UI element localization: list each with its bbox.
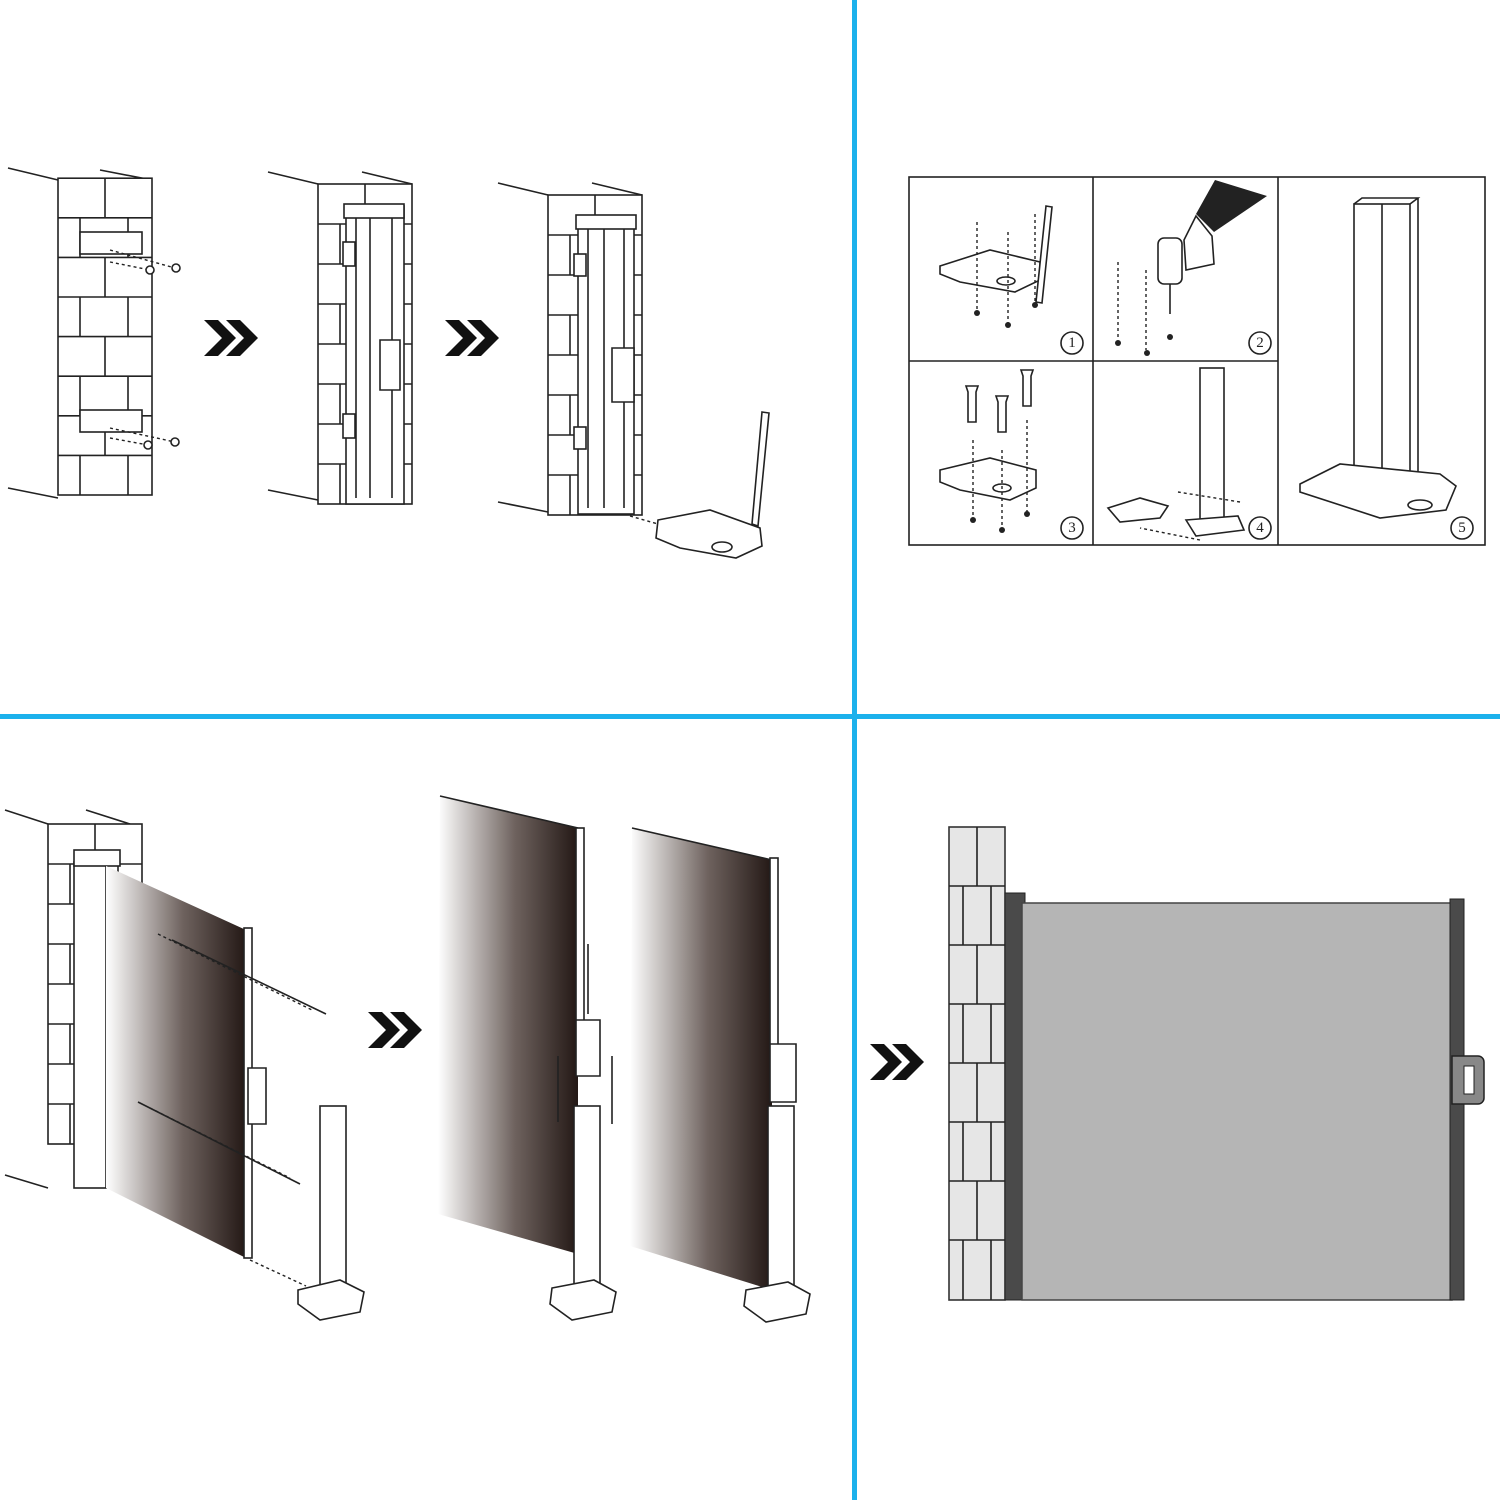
step-number-3: 3: [1068, 520, 1076, 536]
step-number-5: 5: [1458, 520, 1466, 536]
vertical-divider: [852, 0, 857, 1500]
chevron-double-right-icon: [445, 320, 499, 356]
step-4-panel: 4: [1106, 367, 1272, 541]
step-2-panel: 2: [1115, 180, 1272, 356]
final-installed-screen: [948, 826, 1485, 1301]
step-number-4: 4: [1256, 520, 1264, 536]
step-5-panel: 5: [1299, 197, 1474, 540]
step-wall-brackets: [7, 167, 181, 499]
chevron-double-right-icon: [870, 1044, 924, 1080]
step-mount-cassette: [267, 171, 413, 505]
step-pull-screen: [4, 809, 365, 1321]
step-number-2: 2: [1256, 335, 1264, 351]
step-mark-post-base: [497, 182, 770, 559]
chevron-double-right-icon: [368, 1012, 422, 1048]
step-number-1: 1: [1068, 335, 1076, 351]
step-1-panel: 1: [939, 205, 1084, 355]
chevron-double-right-icon: [204, 320, 258, 356]
horizontal-divider: [0, 714, 1500, 719]
step-lock-screen: [438, 795, 811, 1323]
step-3-panel: 3: [939, 369, 1084, 540]
steps-grid: 1 2 3 4: [908, 176, 1486, 546]
